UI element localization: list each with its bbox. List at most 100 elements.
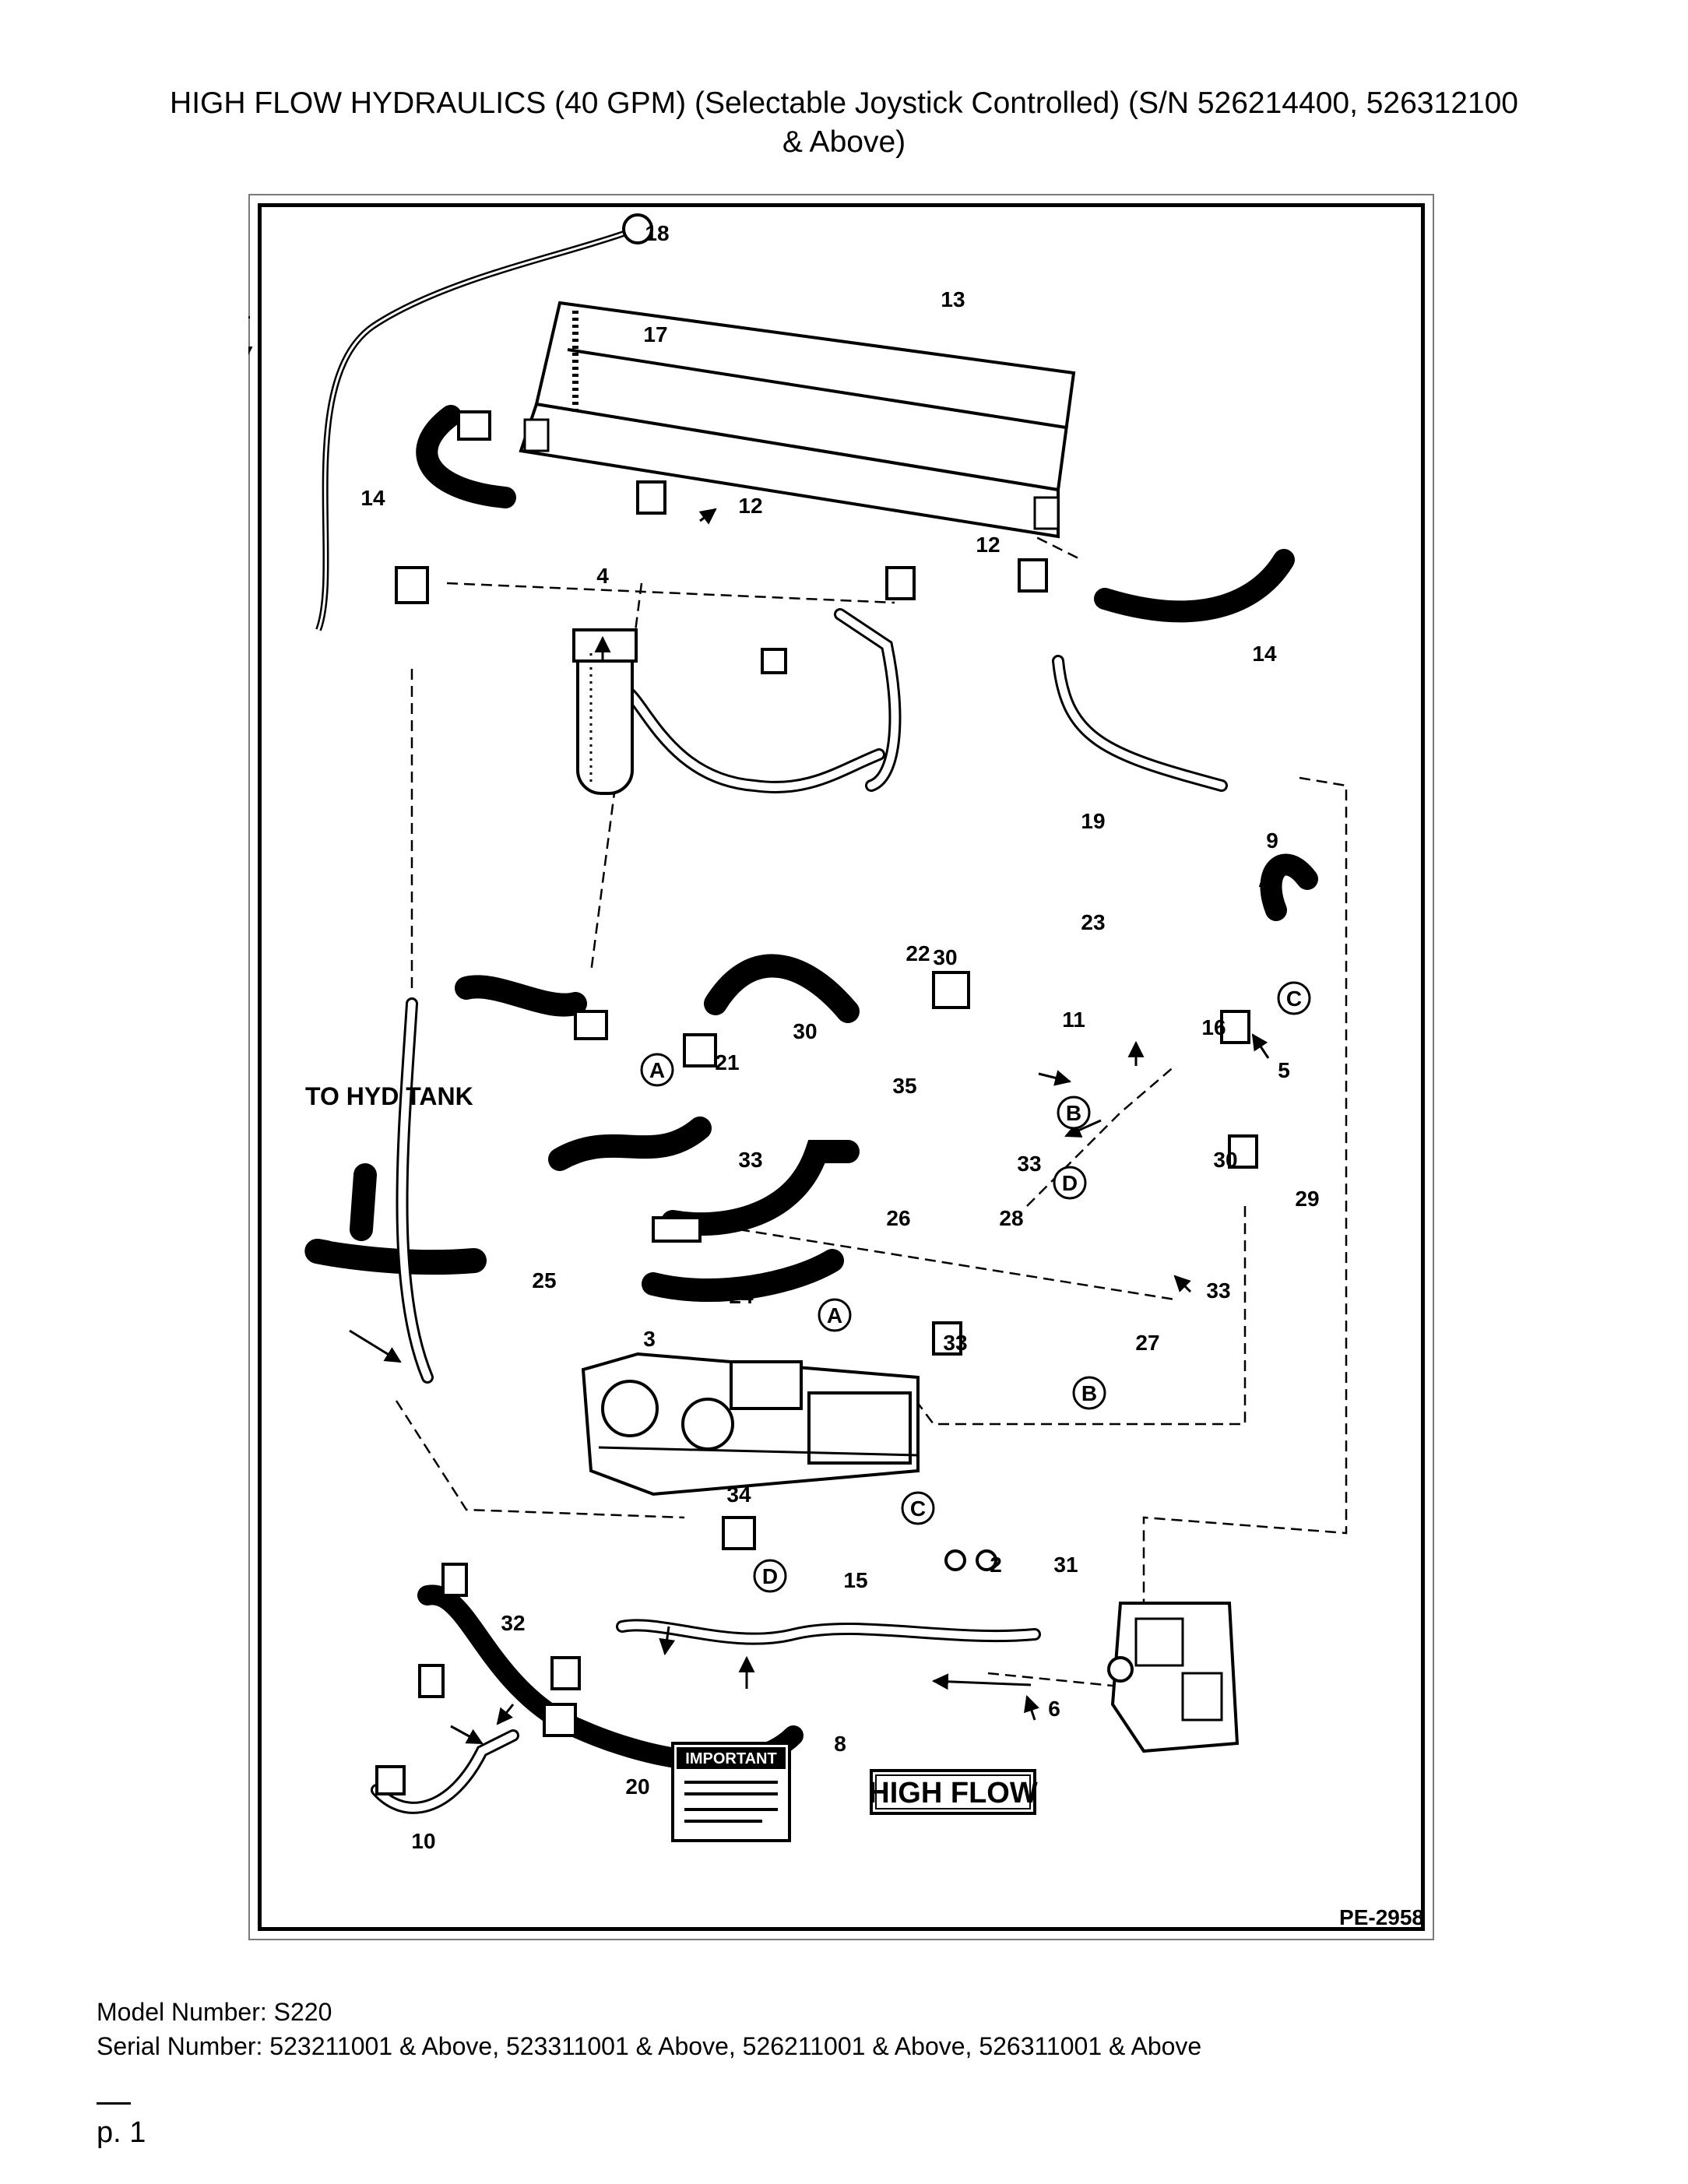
hose-27 bbox=[642, 1249, 844, 1302]
marker-mD2: D bbox=[753, 1559, 787, 1593]
hose-23 bbox=[704, 954, 860, 1023]
diagram-frame bbox=[248, 194, 1434, 1940]
svg-text:A: A bbox=[649, 1058, 665, 1082]
diagram-frame-inner bbox=[258, 203, 1425, 1931]
serial-number: Serial Number: 523211001 & Above, 523311… bbox=[97, 2032, 1202, 2060]
marker-mC2: C bbox=[901, 1491, 935, 1525]
callout-c8: 8 bbox=[834, 1732, 846, 1756]
svg-text:B: B bbox=[1066, 1101, 1081, 1125]
callout-c1: 1 bbox=[248, 299, 251, 323]
callout-c4: 4 bbox=[596, 564, 609, 588]
important-decal: IMPORTANT bbox=[671, 1742, 791, 1842]
title-line-1: HIGH FLOW HYDRAULICS (40 GPM) (Selectabl… bbox=[170, 86, 1518, 120]
marker-mB2: B bbox=[1072, 1376, 1106, 1410]
callout-c18: 18 bbox=[645, 221, 669, 245]
hose-25-riser bbox=[350, 1163, 377, 1241]
callout-c11: 11 bbox=[1062, 1008, 1085, 1032]
hydraulics-diagram: IMPORTANT HIGH FLOW TO HYD TANK PE-2958 … bbox=[248, 213, 1424, 1929]
callout-c3: 3 bbox=[643, 1327, 656, 1351]
callout-c28: 28 bbox=[999, 1206, 1023, 1230]
callout-c12b: 12 bbox=[976, 533, 1000, 557]
callout-c15: 15 bbox=[843, 1568, 867, 1592]
high-flow-decal: HIGH FLOW bbox=[868, 1769, 1038, 1815]
callout-c33d: 33 bbox=[943, 1331, 967, 1355]
callout-c33a: 33 bbox=[738, 1148, 762, 1172]
callout-c29: 29 bbox=[1295, 1187, 1319, 1211]
hydraulic-filter bbox=[572, 628, 638, 795]
callout-c32: 32 bbox=[501, 1611, 525, 1635]
model-number: Model Number: S220 bbox=[97, 1998, 332, 2026]
hydraulic-pump bbox=[581, 1352, 920, 1496]
callout-c24: 24 bbox=[729, 1284, 754, 1308]
dash-top-cross bbox=[446, 582, 895, 604]
callout-c34: 34 bbox=[726, 1482, 751, 1507]
leader-lines bbox=[248, 346, 1275, 1745]
marker-mD1: D bbox=[1053, 1166, 1087, 1200]
title-line-2: & Above) bbox=[782, 125, 906, 159]
callout-c16: 16 bbox=[1201, 1015, 1226, 1039]
callout-c9: 9 bbox=[1266, 828, 1278, 853]
oil-cooler bbox=[519, 301, 1076, 539]
callout-c7: 7 bbox=[509, 1669, 522, 1693]
high-flow-decal-text: HIGH FLOW bbox=[868, 1777, 1038, 1809]
svg-text:C: C bbox=[1286, 986, 1302, 1011]
hose-9 bbox=[1260, 853, 1318, 921]
marker-mC1: C bbox=[1277, 981, 1311, 1015]
svg-text:B: B bbox=[1081, 1381, 1097, 1405]
dash-mid-right bbox=[1026, 1065, 1176, 1207]
svg-text:D: D bbox=[1062, 1171, 1078, 1195]
svg-text:A: A bbox=[827, 1303, 842, 1328]
callout-c30b: 30 bbox=[793, 1019, 817, 1043]
callout-c10: 10 bbox=[411, 1829, 435, 1853]
callout-c2: 2 bbox=[990, 1553, 1002, 1577]
hose-25 bbox=[304, 1238, 487, 1275]
callout-c12a: 12 bbox=[738, 494, 762, 518]
callout-c31: 31 bbox=[1053, 1553, 1078, 1577]
callout-c26: 26 bbox=[886, 1206, 910, 1230]
callout-c17: 17 bbox=[643, 322, 667, 346]
callout-c14a: 14 bbox=[360, 486, 385, 510]
callout-c14b: 14 bbox=[1252, 642, 1277, 666]
callout-c21: 21 bbox=[715, 1050, 739, 1074]
circle-markers: A A B B C C D D bbox=[640, 981, 1311, 1593]
svg-text:D: D bbox=[762, 1564, 778, 1588]
callout-c33b: 33 bbox=[1017, 1152, 1041, 1176]
callout-c13: 13 bbox=[941, 287, 965, 311]
marker-mA2: A bbox=[818, 1298, 852, 1332]
dash-right-outer bbox=[1142, 776, 1348, 1673]
dashed-connections bbox=[395, 417, 1348, 1690]
callout-c19: 19 bbox=[1081, 809, 1105, 833]
callout-c5: 5 bbox=[1278, 1058, 1290, 1082]
hose-22 bbox=[455, 975, 587, 1017]
marker-mA1: A bbox=[640, 1053, 674, 1087]
steel-tubes-inner bbox=[373, 610, 1226, 1812]
hose-14-right bbox=[1094, 549, 1295, 623]
callout-c33c: 33 bbox=[1206, 1278, 1230, 1303]
dash-right-inner bbox=[909, 1206, 1247, 1426]
part-callouts: 1234567891011121213141415161718192021222… bbox=[248, 221, 1320, 1853]
hose-14-left bbox=[416, 405, 516, 508]
page-divider bbox=[97, 2102, 131, 2105]
to-hyd-tank-label: TO HYD TANK bbox=[305, 1082, 473, 1110]
callout-c6: 6 bbox=[1048, 1697, 1060, 1721]
dash-middle-cross bbox=[738, 1228, 1176, 1301]
fittings bbox=[375, 213, 1258, 1795]
hose-26 bbox=[548, 1117, 712, 1171]
page-number: p. 1 bbox=[97, 2116, 146, 2149]
callout-c30c: 30 bbox=[1213, 1148, 1237, 1172]
hose-15 bbox=[417, 1584, 804, 1772]
callout-c30a: 30 bbox=[933, 945, 957, 969]
dash-tank-return bbox=[395, 1400, 685, 1519]
callout-c25: 25 bbox=[532, 1268, 556, 1292]
callout-c20: 20 bbox=[625, 1774, 649, 1799]
svg-text:C: C bbox=[910, 1496, 926, 1521]
callout-c35: 35 bbox=[892, 1074, 916, 1098]
page-title: HIGH FLOW HYDRAULICS (40 GPM) (Selectabl… bbox=[0, 84, 1688, 162]
marker-mB1: B bbox=[1057, 1096, 1091, 1130]
control-valve bbox=[1110, 1602, 1240, 1753]
diagram-code: PE-2958 bbox=[1339, 1905, 1424, 1929]
important-decal-text: IMPORTANT bbox=[685, 1750, 776, 1767]
callout-c27: 27 bbox=[1135, 1331, 1159, 1355]
callout-c22: 22 bbox=[906, 941, 930, 965]
callout-c23: 23 bbox=[1081, 910, 1105, 934]
